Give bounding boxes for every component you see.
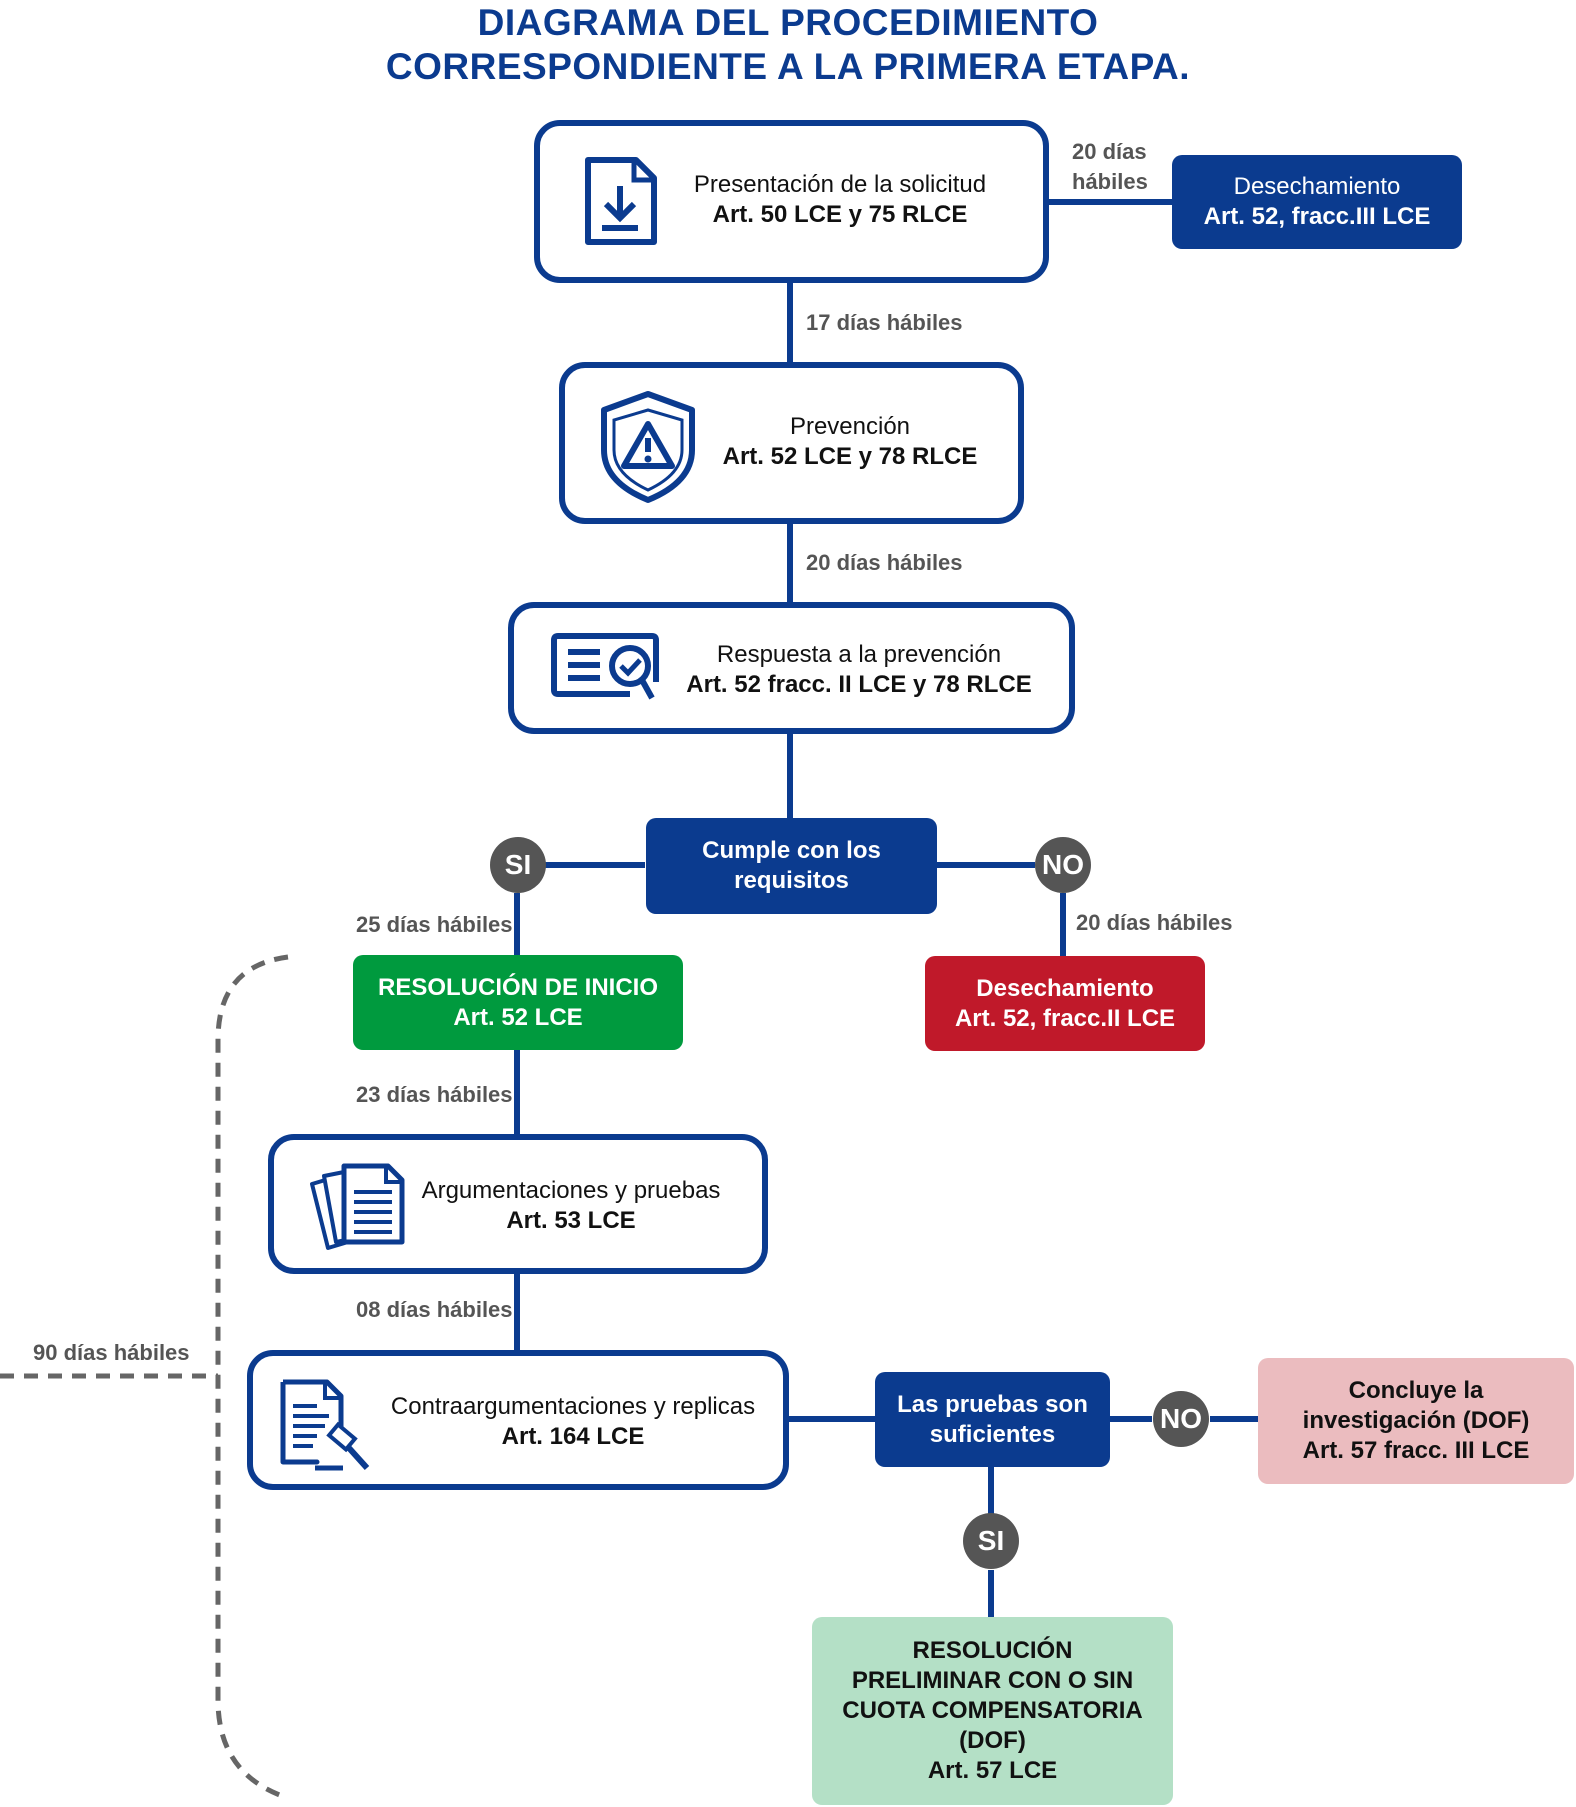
label-habiles: hábiles bbox=[1072, 169, 1148, 194]
node-respuesta-prevencion: Respuesta a la prevención Art. 52 fracc.… bbox=[508, 602, 1075, 734]
node-concluye-line2: investigación (DOF) bbox=[1302, 1407, 1530, 1434]
node-presentacion-line2: Art. 50 LCE y 75 RLCE bbox=[712, 201, 968, 228]
label-20-dias-habiles-a: 20 días hábiles bbox=[806, 550, 963, 575]
node-resolucion-preliminar-line2: PRELIMINAR CON O SIN bbox=[851, 1667, 1134, 1694]
node-desechamiento-top-line2: Art. 52, fracc.III LCE bbox=[1203, 203, 1431, 230]
label-17-dias-habiles: 17 días hábiles bbox=[806, 310, 963, 335]
documents-stack-icon bbox=[310, 1163, 405, 1250]
node-concluye-line1: Concluye la bbox=[1348, 1377, 1484, 1404]
node-prevencion: Prevención Art. 52 LCE y 78 RLCE bbox=[559, 362, 1024, 524]
node-contraargumentaciones-line2: Art. 164 LCE bbox=[501, 1423, 645, 1450]
diagram-title-line-2: CORRESPONDIENTE A LA PRIMERA ETAPA. bbox=[385, 46, 1191, 87]
label-25-dias-habiles: 25 días hábiles bbox=[356, 912, 513, 937]
node-contraargumentaciones-replicas: Contraargumentaciones y replicas Art. 16… bbox=[247, 1350, 789, 1490]
node-argumentaciones-pruebas: Argumentaciones y pruebas Art. 53 LCE bbox=[268, 1134, 768, 1274]
download-document-icon bbox=[585, 157, 657, 245]
node-desechamiento-red-line1: Desechamiento bbox=[976, 974, 1154, 1002]
node-resolucion-preliminar-line5: Art. 57 LCE bbox=[927, 1757, 1058, 1784]
decision-no-badge: NO bbox=[1035, 837, 1091, 893]
node-resolucion-preliminar-line4: (DOF) bbox=[959, 1727, 1026, 1754]
decision-si-badge: SI bbox=[490, 837, 546, 893]
decision-cumple-line2: requisitos bbox=[734, 867, 849, 894]
node-desechamiento-red-line2: Art. 52, fracc.II LCE bbox=[954, 1004, 1176, 1032]
node-desechamiento-fracc-ii: Desechamiento Art. 52, fracc.II LCE bbox=[925, 956, 1205, 1051]
node-resolucion-preliminar-line3: CUOTA COMPENSATORIA bbox=[842, 1697, 1143, 1724]
decision-pruebas-line2: suficientes bbox=[929, 1420, 1056, 1448]
node-prevencion-line1: Prevención bbox=[789, 413, 911, 440]
node-desechamiento-fracc-iii: Desechamiento Art. 52, fracc.III LCE bbox=[1172, 155, 1462, 249]
node-desechamiento-top-line1: Desechamiento bbox=[1233, 173, 1401, 200]
node-respuesta-line1: Respuesta a la prevención bbox=[716, 641, 1002, 668]
label-90-dias-habiles: 90 días hábiles bbox=[33, 1340, 190, 1365]
label-08-dias-habiles: 08 días hábiles bbox=[356, 1297, 513, 1322]
node-presentacion-line1: Presentación de la solicitud bbox=[693, 171, 987, 198]
node-resolucion-preliminar: RESOLUCIÓN PRELIMINAR CON O SIN CUOTA CO… bbox=[812, 1617, 1173, 1805]
decision-cumple-requisitos: Cumple con los requisitos bbox=[646, 818, 937, 914]
node-concluye-line3: Art. 57 fracc. III LCE bbox=[1302, 1437, 1530, 1464]
node-respuesta-line2: Art. 52 fracc. II LCE y 78 RLCE bbox=[686, 671, 1032, 698]
label-20-dias: 20 días bbox=[1072, 139, 1147, 164]
document-gavel-icon bbox=[280, 1379, 370, 1471]
node-prevencion-line2: Art. 52 LCE y 78 RLCE bbox=[722, 443, 978, 470]
node-concluye-investigacion: Concluye la investigación (DOF) Art. 57 … bbox=[1258, 1358, 1574, 1484]
decision-cumple-line1: Cumple con los bbox=[702, 837, 881, 864]
label-20-dias-habiles-b: 20 días hábiles bbox=[1076, 910, 1233, 935]
decision-pruebas-suficientes: Las pruebas son suficientes bbox=[875, 1372, 1110, 1467]
certificate-check-icon bbox=[551, 633, 659, 700]
decision-si-badge-2: SI bbox=[963, 1513, 1019, 1569]
diagram-title-line-1: DIAGRAMA DEL PROCEDIMIENTO bbox=[477, 2, 1099, 43]
node-resolucion-inicio-line1: RESOLUCIÓN DE INICIO bbox=[377, 973, 659, 1001]
decision-no-badge-2: NO bbox=[1153, 1391, 1209, 1447]
label-23-dias-habiles: 23 días hábiles bbox=[356, 1082, 513, 1107]
shield-warning-icon bbox=[601, 391, 695, 503]
decision-pruebas-line1: Las pruebas son bbox=[897, 1390, 1088, 1418]
node-resolucion-inicio: RESOLUCIÓN DE INICIO Art. 52 LCE bbox=[353, 955, 683, 1050]
node-argumentaciones-line1: Argumentaciones y pruebas bbox=[421, 1177, 721, 1204]
node-contraargumentaciones-line1: Contraargumentaciones y replicas bbox=[390, 1393, 756, 1420]
node-argumentaciones-line2: Art. 53 LCE bbox=[506, 1207, 636, 1234]
node-resolucion-preliminar-line1: RESOLUCIÓN bbox=[912, 1637, 1073, 1664]
node-presentacion-solicitud: Presentación de la solicitud Art. 50 LCE… bbox=[534, 120, 1049, 283]
node-resolucion-inicio-line2: Art. 52 LCE bbox=[453, 1003, 583, 1031]
